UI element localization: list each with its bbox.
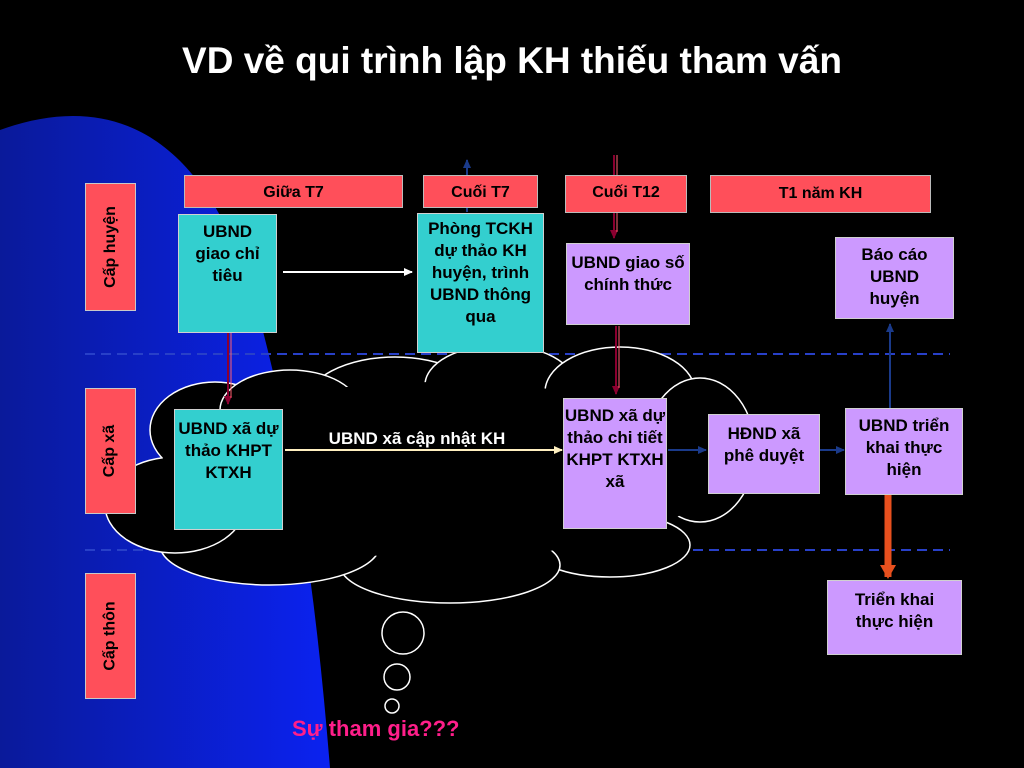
box-ubnd-giao-chi-tieu: UBND giao chỉ tiêu bbox=[178, 214, 277, 333]
box-ubnd-trien-khai: UBND triển khai thực hiện bbox=[845, 408, 963, 495]
box-hdnd-xa-phe-duyet: HĐND xã phê duyệt bbox=[708, 414, 820, 494]
timeline-cuoi-t12: Cuối T12 bbox=[565, 175, 687, 213]
thought-bubble-small bbox=[384, 698, 400, 714]
box-ubnd-xa-du-thao-chi-tiet: UBND xã dự thảo chi tiết KHPT KTXH xã bbox=[563, 398, 667, 529]
box-trien-khai-thuc-hien: Triển khai thực hiện bbox=[827, 580, 962, 655]
thought-bubble-medium bbox=[383, 663, 411, 691]
question-su-tham-gia: Sự tham gia??? bbox=[292, 716, 460, 741]
timeline-cuoi-t7: Cuối T7 bbox=[423, 175, 538, 208]
page-title: VD về qui trình lập KH thiếu tham vấn bbox=[182, 40, 842, 81]
box-ubnd-giao-so-chinh-thuc: UBND giao số chính thức bbox=[566, 243, 690, 325]
label-ubnd-xa-cap-nhat: UBND xã cập nhật KH bbox=[328, 429, 506, 448]
level-cap-thon-label: Cấp thôn bbox=[101, 601, 119, 671]
level-cap-thon: Cấp thôn bbox=[85, 573, 136, 699]
box-phong-tckh: Phòng TCKH dự thảo KH huyện, trình UBND … bbox=[417, 213, 544, 353]
level-cap-huyen-label: Cấp huyện bbox=[101, 206, 119, 288]
level-cap-huyen: Cấp huyện bbox=[85, 183, 136, 311]
box-ubnd-xa-du-thao-khpt: UBND xã dự thảo KHPT KTXH bbox=[174, 409, 283, 530]
timeline-giua-t7: Giữa T7 bbox=[184, 175, 403, 208]
timeline-t1-nam-kh: T1 năm KH bbox=[710, 175, 931, 213]
level-cap-xa-label: Cấp xã bbox=[101, 424, 119, 478]
thought-bubble-large bbox=[381, 611, 425, 655]
box-bao-cao-ubnd-huyen: Báo cáo UBND huyện bbox=[835, 237, 954, 319]
level-cap-xa: Cấp xã bbox=[85, 388, 136, 514]
